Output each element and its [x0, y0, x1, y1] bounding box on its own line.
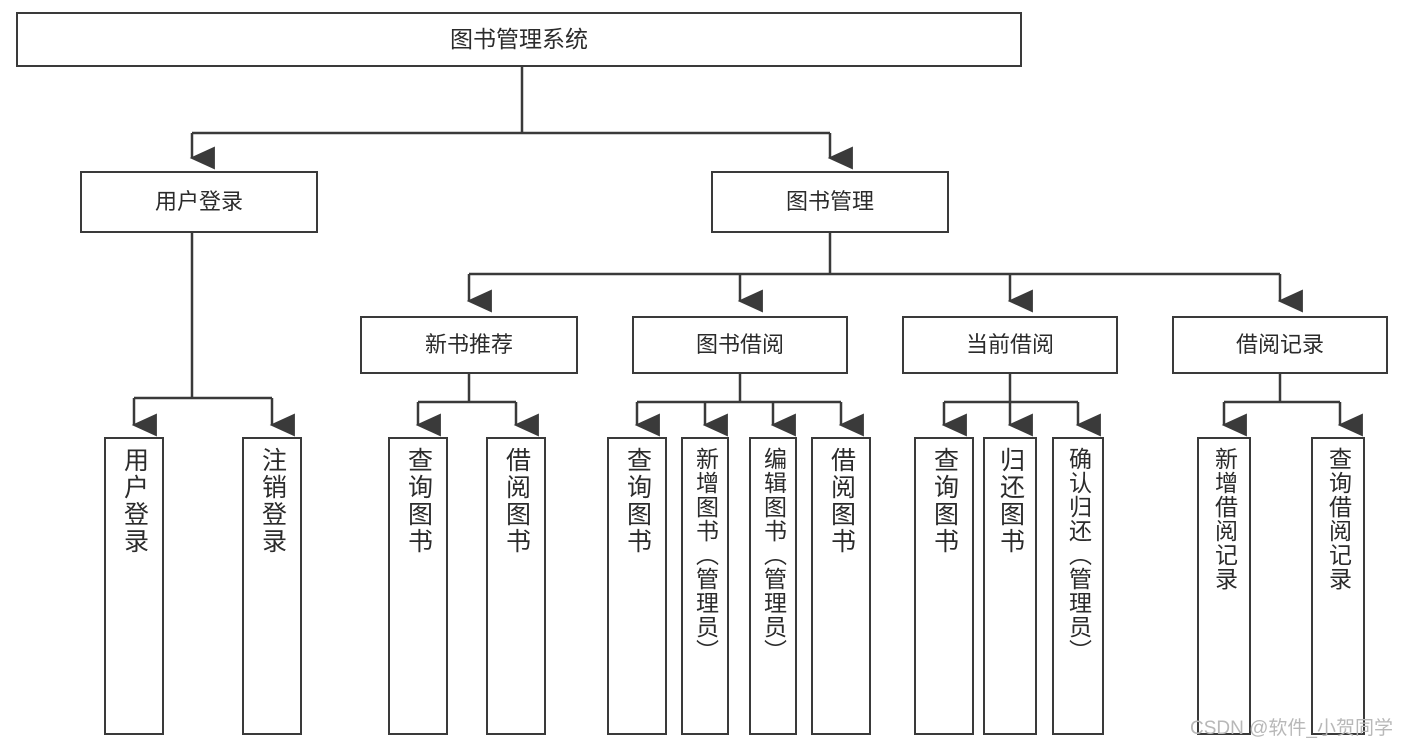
- node-user-login[interactable]: 用户登录: [80, 171, 318, 233]
- node-label: 新增图书（管理员）: [692, 447, 719, 663]
- leaf-record-add-record[interactable]: 新增借阅记录: [1197, 437, 1251, 735]
- leaf-user-login-signin[interactable]: 用户登录: [104, 437, 164, 735]
- leaf-new-book-borrow[interactable]: 借阅图书: [486, 437, 546, 735]
- leaf-current-query-book[interactable]: 查询图书: [914, 437, 974, 735]
- node-book-management[interactable]: 图书管理: [711, 171, 949, 233]
- node-label: 图书管理: [785, 189, 874, 215]
- node-label: 借阅图书: [502, 447, 531, 555]
- node-label: 查询图书: [404, 447, 433, 555]
- node-label: 借阅记录: [1235, 332, 1324, 358]
- node-label: 图书借阅: [695, 332, 784, 358]
- node-label: 当前借阅: [965, 332, 1054, 358]
- leaf-borrow-edit-book-admin[interactable]: 编辑图书（管理员）: [749, 437, 797, 735]
- node-label: 注销登录: [258, 447, 287, 555]
- node-label: 查询图书: [623, 447, 652, 555]
- node-label: 新书推荐: [424, 332, 513, 358]
- node-label: 借阅图书: [827, 447, 856, 555]
- node-root-system[interactable]: 图书管理系统: [16, 12, 1022, 67]
- leaf-record-query-record[interactable]: 查询借阅记录: [1311, 437, 1365, 735]
- node-label: 确认归还（管理员）: [1065, 447, 1092, 663]
- node-label: 用户登录: [120, 447, 149, 555]
- node-book-borrow[interactable]: 图书借阅: [632, 316, 848, 374]
- leaf-new-book-query[interactable]: 查询图书: [388, 437, 448, 735]
- node-label: 查询借阅记录: [1325, 447, 1352, 591]
- leaf-current-confirm-return-admin[interactable]: 确认归还（管理员）: [1052, 437, 1104, 735]
- leaf-current-return-book[interactable]: 归还图书: [983, 437, 1037, 735]
- leaf-user-login-signout[interactable]: 注销登录: [242, 437, 302, 735]
- node-label: 查询图书: [930, 447, 959, 555]
- node-label: 图书管理系统: [450, 25, 588, 52]
- node-label: 归还图书: [996, 447, 1025, 555]
- node-new-book-recommend[interactable]: 新书推荐: [360, 316, 578, 374]
- leaf-borrow-add-book-admin[interactable]: 新增图书（管理员）: [681, 437, 729, 735]
- node-label: 编辑图书（管理员）: [760, 447, 787, 663]
- leaf-borrow-borrow-book[interactable]: 借阅图书: [811, 437, 871, 735]
- node-borrow-record[interactable]: 借阅记录: [1172, 316, 1388, 374]
- leaf-borrow-query-book[interactable]: 查询图书: [607, 437, 667, 735]
- node-label: 新增借阅记录: [1211, 447, 1238, 591]
- node-current-borrow[interactable]: 当前借阅: [902, 316, 1118, 374]
- node-label: 用户登录: [154, 189, 243, 215]
